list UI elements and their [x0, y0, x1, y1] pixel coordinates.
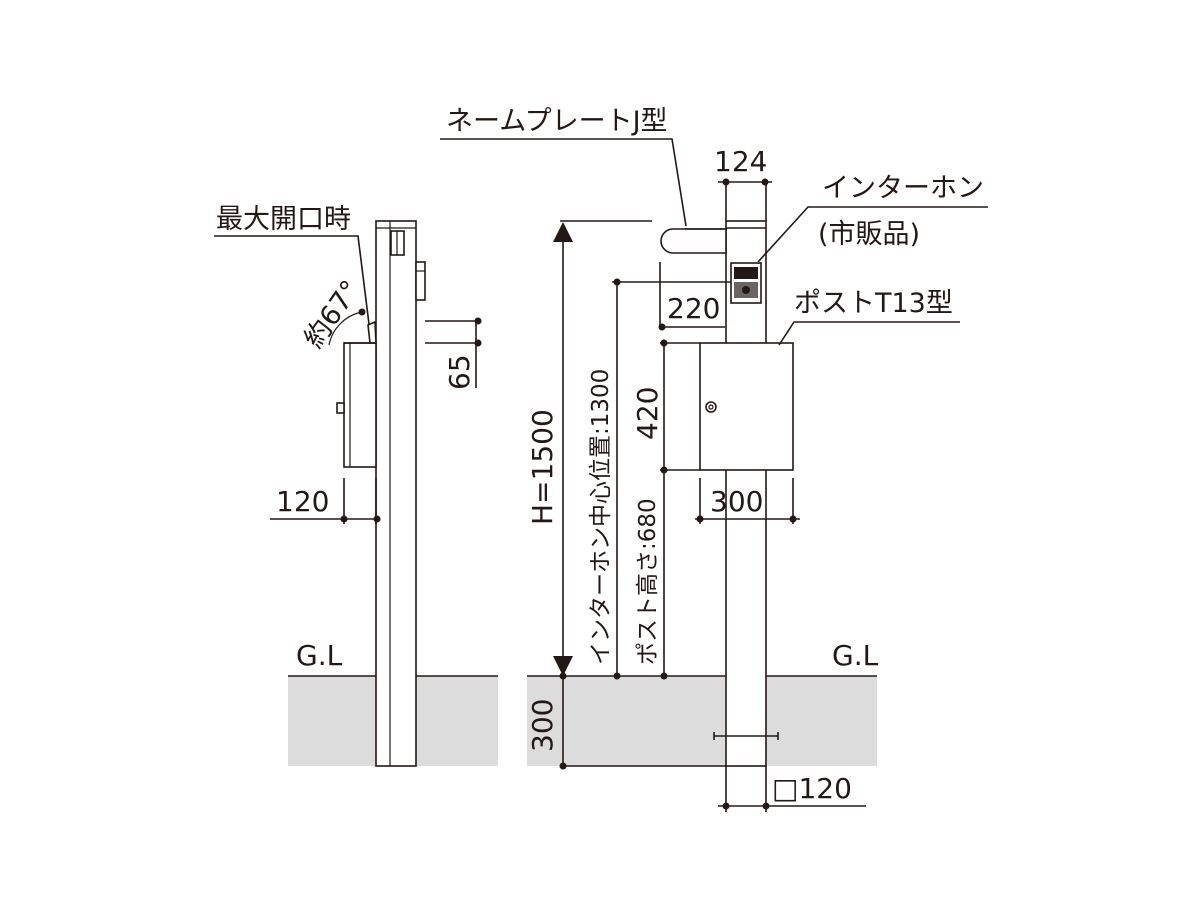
dimH-arrow-bottom — [553, 656, 573, 676]
dim220-dot — [658, 323, 666, 331]
side-pole — [375, 220, 417, 767]
angle-arc — [328, 311, 363, 346]
post-lock-icon — [705, 401, 717, 413]
dim65-text: 65 — [443, 354, 476, 390]
intercom-note: (市販品) — [818, 219, 920, 250]
side-post-knob — [336, 402, 345, 414]
dim300e-dot-top — [559, 672, 567, 680]
ground-right — [527, 676, 877, 766]
front-view: ネームプレートJ型 124 インターホン (市販品) ポストT13型 220 4… — [440, 106, 988, 812]
dim420-dot-bottom — [660, 466, 668, 474]
post-lock-core — [708, 404, 714, 410]
nameplate-label: ネームプレートJ型 — [446, 106, 668, 137]
side-intercom-box — [415, 261, 426, 301]
dim300w-text: 300 — [710, 485, 763, 518]
dim120s-text: 120 — [276, 485, 329, 518]
dim120s-dot-left — [340, 515, 348, 523]
dim120q-dot-left — [722, 802, 730, 810]
dim300w-dot-right — [789, 515, 797, 523]
dimH-arrow-top — [553, 222, 573, 242]
dim300w-dot-left — [696, 515, 704, 523]
max-open-leader — [214, 235, 370, 325]
dimH-text: H=1500 — [526, 409, 559, 525]
angle-arc-dot — [358, 308, 366, 316]
side-view: 最大開口時 約67° 65 120 G.L — [214, 204, 482, 767]
intercom-leader — [757, 206, 988, 263]
dimIC-dot-ground — [613, 672, 621, 680]
dim220-text: 220 — [667, 292, 720, 325]
post-label: ポストT13型 — [794, 288, 953, 319]
post-height-label: ポスト高さ:680 — [635, 498, 661, 665]
dim300e-text: 300 — [526, 699, 559, 752]
max-open-label: 最大開口時 — [216, 204, 351, 235]
dim124-dot-left — [722, 178, 730, 186]
dim120s-dot-right — [373, 515, 381, 523]
gl-left-label: G.L — [296, 639, 343, 672]
intercom-center-label: インターホン中心位置:1300 — [588, 369, 614, 665]
dim65-dot-top — [474, 317, 482, 325]
dim420-text: 420 — [631, 387, 664, 440]
nameplate-cylinder — [660, 228, 727, 254]
dim420-dot-top — [660, 339, 668, 347]
side-post-body — [343, 342, 377, 468]
dim300e-dot-bottom — [559, 762, 567, 770]
intercom-label: インターホン — [822, 173, 984, 204]
side-post-lid — [367, 320, 377, 344]
front-pole — [725, 220, 767, 767]
dim420-dot-ground — [660, 672, 668, 680]
post-leader — [778, 321, 960, 346]
nameplate-leader — [440, 138, 687, 227]
dim65-dot-bottom — [474, 339, 482, 347]
dim120q-dot-right — [762, 802, 770, 810]
angle-label: 約67° — [298, 275, 366, 354]
gl-right-label: G.L — [832, 639, 879, 672]
dim120q-text: □120 — [772, 772, 852, 805]
dim124-dot-right — [761, 178, 769, 186]
dim124-text: 124 — [714, 145, 767, 178]
intercom-button-icon — [742, 286, 750, 294]
intercom-grille — [734, 267, 758, 279]
